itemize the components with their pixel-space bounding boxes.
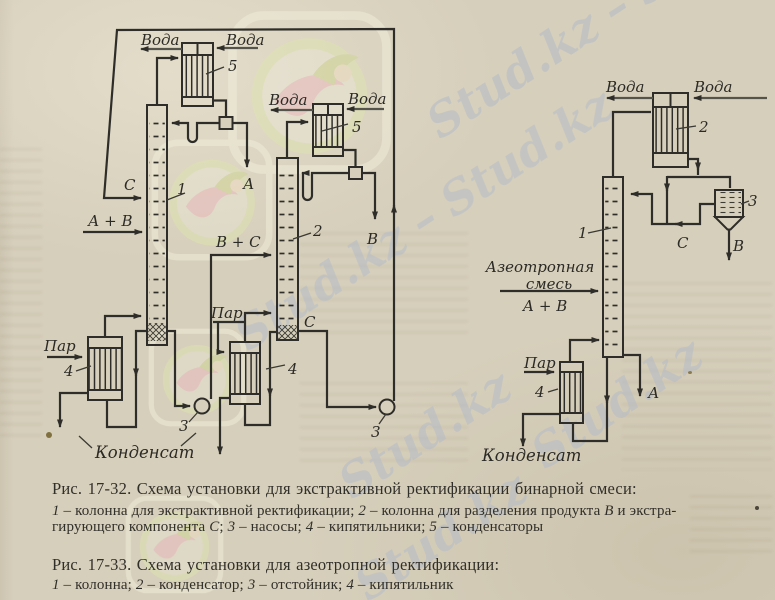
label-water: Вода: [140, 31, 180, 49]
fig-17-32-diagram: Вода Вода Вода Вода 5 5 С 1 А + В В + С …: [43, 27, 397, 462]
label-n4: 4: [63, 362, 74, 380]
label-n3: 3: [748, 192, 758, 210]
fig-17-32-caption-title: Рис. 17-32. Схема установки для экстракт…: [52, 479, 637, 498]
label-water: Вода: [225, 31, 265, 49]
label-azeotrope-line3: А + В: [522, 297, 568, 315]
pipe-product-a: [232, 121, 250, 168]
paper-speck: [46, 432, 52, 438]
label-condensate: Конденсат: [94, 443, 194, 462]
paper-speck: [755, 506, 759, 510]
leader-5b: [321, 123, 349, 132]
pipe-vapor-return-4b: [243, 310, 272, 342]
label-steam: Пар: [523, 354, 556, 372]
label-water: Вода: [605, 78, 645, 96]
fig-17-33-legend-line: 1 – колонна; 2 – конденсатор; 3 – отстой…: [52, 577, 454, 593]
pipe-condensate-5b: [342, 148, 357, 167]
label-n1: 1: [578, 224, 588, 242]
leader-3b: [378, 413, 387, 425]
leader-5a: [205, 66, 225, 75]
label-n2: 2: [312, 222, 323, 240]
leader-2: [675, 125, 697, 130]
pipe-c-bottoms-col2: [298, 329, 377, 410]
leader-1: [166, 192, 186, 201]
leader-1: [587, 227, 612, 234]
pipe-reflux-c: [630, 191, 715, 226]
settler-3: [712, 189, 746, 231]
condenser-5a: [181, 42, 214, 107]
leader-condensate-left: [78, 435, 93, 449]
pipe-product-b: [362, 171, 378, 220]
separation-column-2: [276, 157, 299, 341]
azeotropic-column-1: [602, 176, 624, 358]
pipe-vapor-col: [611, 110, 651, 176]
pipe-condensate-4a: [57, 391, 89, 428]
pipe-reflux-col2: [301, 170, 349, 202]
fig-17-32-legend-line1: 1 – колонна для экстрактивной ректификац…: [52, 503, 677, 519]
divider-box-5a: [218, 116, 234, 130]
label-water: Вода: [268, 91, 308, 109]
pipe-product-a: [623, 353, 643, 397]
label-condensate: Конденсат: [481, 446, 581, 465]
pipe-solvent-recycle: [102, 27, 396, 401]
leader-3a: [188, 411, 199, 423]
pipe-bc-to-col2: [209, 252, 272, 399]
label-component-c: С: [124, 176, 136, 194]
label-steam: Пар: [210, 304, 243, 322]
fig-17-33-caption-title: Рис. 17-33. Схема установки для азеотроп…: [52, 555, 500, 574]
leader-4a: [75, 365, 92, 372]
pipe-condensate-4: [520, 412, 560, 447]
label-product-a: А: [242, 175, 254, 193]
label-n3: 3: [179, 417, 189, 435]
condenser-2: [652, 92, 689, 168]
pump-3a: [193, 397, 211, 415]
label-n4: 4: [534, 383, 545, 401]
pipe-vapor-return-4: [568, 337, 600, 362]
label-n4: 4: [287, 360, 298, 378]
pump-3b: [378, 398, 396, 416]
pipe-downcomer-4a: [105, 329, 147, 429]
label-component-c: С: [304, 313, 316, 331]
label-water: Вода: [693, 78, 733, 96]
label-product-b: В: [366, 230, 378, 248]
pipe-vapor-col2: [285, 119, 309, 157]
fig-17-33-diagram: Вода Вода 2 1 3 В С Азеотропная смесь А …: [481, 78, 767, 465]
leader-3: [740, 200, 750, 205]
label-n5: 5: [228, 57, 238, 75]
pipe-condensate-2: [688, 157, 700, 175]
paper-speck: [688, 371, 692, 374]
leader-4: [547, 388, 559, 393]
leader-4b: [265, 364, 286, 370]
label-product-a: А: [647, 384, 659, 402]
pipe-vapor-col1: [155, 55, 179, 104]
label-component-c: С: [677, 234, 689, 252]
pipe-tbar-to-settler: [667, 175, 732, 188]
pipe-condensate-5a: [213, 99, 228, 117]
label-product-b: В: [732, 237, 744, 255]
pipe-condensate-4b: [217, 396, 230, 455]
extractive-column-1: [146, 104, 168, 346]
leader-2: [292, 232, 312, 240]
label-n5: 5: [352, 118, 362, 136]
label-feed-ab: А + В: [87, 212, 133, 230]
label-azeotrope-line2: смесь: [526, 275, 572, 293]
divider-box-5b: [348, 166, 363, 180]
reboiler-4: [559, 361, 584, 424]
label-n3: 3: [371, 423, 381, 441]
pipe-reflux-col1: [171, 120, 220, 144]
label-steam: Пар: [43, 337, 76, 355]
label-water: Вода: [347, 90, 387, 108]
label-n1: 1: [177, 180, 187, 198]
reboiler-4a: [87, 336, 123, 401]
leader-condensate-right: [180, 432, 197, 447]
fig-17-32-legend-line2: гирующего компонента С; 3 – насосы; 4 – …: [52, 519, 544, 535]
pipe-bottoms-col1-to-pump: [167, 329, 191, 409]
label-stream-bc: В + С: [215, 233, 261, 251]
label-n2: 2: [698, 118, 709, 136]
pipe-vapor-return-4a: [103, 313, 142, 337]
pipe-steam-4b: [213, 320, 244, 352]
label-azeotrope-line1: Азеотропная: [485, 258, 595, 276]
pipe-downcomer-4b: [243, 330, 278, 427]
